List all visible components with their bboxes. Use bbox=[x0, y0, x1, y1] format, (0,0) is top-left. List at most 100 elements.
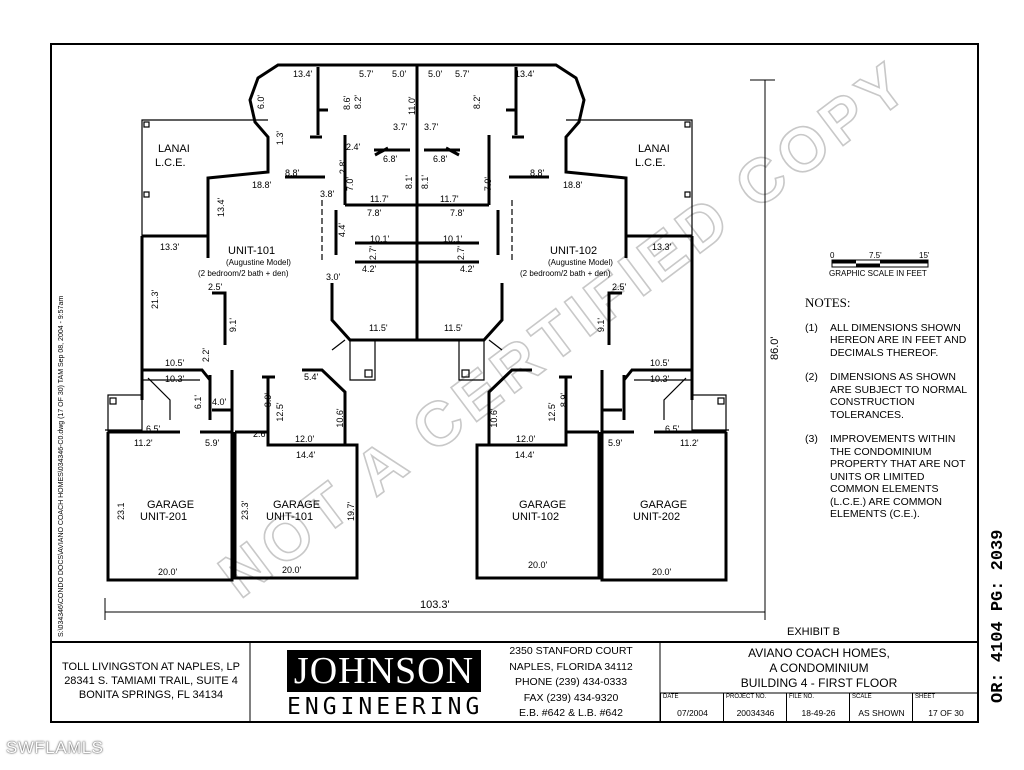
svg-text:5.9': 5.9' bbox=[608, 438, 623, 448]
note-item: (2) DIMENSIONS AS SHOWN ARE SUBJECT TO NO… bbox=[805, 371, 975, 421]
svg-text:5.4': 5.4' bbox=[304, 372, 319, 382]
client-name: TOLL LIVINGSTON AT NAPLES, LP bbox=[62, 661, 240, 673]
garage-label: GARAGE bbox=[640, 499, 687, 511]
garage-label: GARAGE bbox=[273, 499, 320, 511]
dim-2-7: 2.7' bbox=[456, 246, 466, 261]
note-text: ALL DIMENSIONS SHOWN HEREON ARE IN FEET … bbox=[830, 321, 967, 359]
lanai-label: LANAI bbox=[638, 143, 670, 155]
fax: FAX (239) 434-9320 bbox=[523, 691, 619, 704]
phone: PHONE (239) 434-0333 bbox=[514, 676, 628, 688]
svg-text:5.9': 5.9' bbox=[205, 438, 220, 448]
svg-text:2.6': 2.6' bbox=[253, 429, 268, 439]
client-address: 28341 S. TAMIAMI TRAIL, SUITE 4 bbox=[64, 675, 238, 687]
svg-text:2.4': 2.4' bbox=[346, 142, 361, 152]
project-title: AVIANO COACH HOMES, A CONDOMINIUM BUILDI… bbox=[660, 646, 978, 691]
lanai-label: L.C.E. bbox=[635, 157, 666, 169]
license: E.B. #642 & L.B. #642 bbox=[519, 707, 623, 719]
dim-7-0: 7.0' bbox=[483, 177, 493, 192]
unit-101-desc: (2 bedroom/2 bath + den) bbox=[198, 269, 289, 278]
svg-text:3.0': 3.0' bbox=[326, 272, 341, 282]
note-item: (1) ALL DIMENSIONS SHOWN HEREON ARE IN FE… bbox=[805, 322, 975, 360]
svg-text:4.2': 4.2' bbox=[460, 264, 475, 274]
dim-12-5: 12.5' bbox=[547, 402, 557, 422]
svg-text:10.3': 10.3' bbox=[650, 374, 670, 384]
svg-text:GRAPHIC SCALE IN FEET: GRAPHIC SCALE IN FEET bbox=[829, 269, 927, 278]
company-address: 2350 STANFORD COURT NAPLES, FLORIDA 3411… bbox=[485, 644, 657, 722]
unit-101-label: UNIT-101 bbox=[228, 245, 275, 257]
svg-text:13.3': 13.3' bbox=[160, 242, 180, 252]
dimension-labels: 13.4' 5.7' 5.0' 11.0' 8.6' 3.7' 6.8' 2.4… bbox=[116, 69, 699, 577]
svg-text:23.1: 23.1 bbox=[116, 502, 126, 520]
mls-watermark: SWFLAMLS bbox=[6, 738, 104, 757]
svg-text:2.5': 2.5' bbox=[208, 282, 223, 292]
overall-depth-label: 86.0' bbox=[769, 336, 781, 360]
client-city: BONITA SPRINGS, FL 34134 bbox=[78, 689, 224, 701]
svg-text:18.8': 18.8' bbox=[563, 180, 583, 190]
svg-text:11.5': 11.5' bbox=[444, 323, 463, 333]
field-project-no: PROJECT NO.20034346 bbox=[723, 693, 787, 721]
svg-text:6.5': 6.5' bbox=[665, 424, 680, 434]
svg-text:7.5': 7.5' bbox=[869, 251, 882, 260]
svg-text:11.5': 11.5' bbox=[369, 323, 388, 333]
lanai-label: LANAI bbox=[158, 143, 190, 155]
dim-2-7: 2.7' bbox=[368, 246, 378, 261]
note-number: (3) bbox=[805, 433, 818, 445]
svg-text:11.2': 11.2' bbox=[134, 438, 153, 448]
field-file-no: FILE NO.18-49-26 bbox=[786, 693, 850, 721]
note-number: (1) bbox=[805, 321, 818, 334]
svg-text:6.8': 6.8' bbox=[433, 154, 448, 164]
svg-text:4.2': 4.2' bbox=[362, 264, 377, 274]
svg-text:3.7': 3.7' bbox=[424, 122, 439, 132]
dim-8-2: 8.2' bbox=[472, 95, 482, 110]
address-line: NAPLES, FLORIDA 34112 bbox=[509, 660, 633, 673]
garage-label: GARAGE bbox=[519, 499, 566, 511]
svg-text:5.7': 5.7' bbox=[455, 69, 470, 79]
overall-width-label: 103.3' bbox=[420, 599, 450, 611]
svg-text:15': 15' bbox=[919, 251, 930, 260]
dim-10-6: 10.6' bbox=[489, 408, 499, 428]
svg-text:11.7': 11.7' bbox=[370, 194, 389, 204]
record-stamp: OR: 4104 PG: 2039 bbox=[989, 530, 1008, 703]
svg-text:2.5': 2.5' bbox=[612, 282, 627, 292]
svg-text:12.0': 12.0' bbox=[516, 434, 536, 444]
svg-text:10.1': 10.1' bbox=[443, 234, 463, 244]
dim-8-2: 8.2' bbox=[353, 95, 363, 110]
svg-text:8.8': 8.8' bbox=[530, 168, 545, 178]
company-logo: JOHNSON bbox=[287, 650, 481, 692]
project-title-line: BUILDING 4 - FIRST FLOOR bbox=[740, 676, 898, 690]
company-logo-subtitle: ENGINEERING bbox=[287, 694, 484, 720]
garage-label: GARAGE bbox=[147, 499, 194, 511]
svg-text:20.0': 20.0' bbox=[158, 567, 178, 577]
svg-text:8.8': 8.8' bbox=[285, 168, 300, 178]
svg-text:14.4': 14.4' bbox=[515, 450, 535, 460]
svg-text:10.5': 10.5' bbox=[165, 358, 185, 368]
unit-101-model: (Augustine Model) bbox=[226, 258, 291, 267]
garage-label: UNIT-102 bbox=[512, 511, 559, 523]
dim-8-1: 8.1' bbox=[420, 175, 430, 190]
svg-text:13.3': 13.3' bbox=[652, 242, 672, 252]
file-path-stamp: S:\034346\CONDO DOCS\AVIANO COACH HOMES\… bbox=[58, 296, 65, 637]
dim-8-1: 8.1' bbox=[404, 175, 414, 190]
note-text: DIMENSIONS AS SHOWN ARE SUBJECT TO NORMA… bbox=[830, 371, 967, 421]
svg-text:14.4': 14.4' bbox=[296, 450, 316, 460]
dim-9-1: 9.1' bbox=[596, 318, 606, 333]
sheet-border bbox=[50, 43, 979, 723]
svg-text:5.0': 5.0' bbox=[392, 69, 407, 79]
garage-label: UNIT-201 bbox=[140, 511, 187, 523]
svg-text:12.0': 12.0' bbox=[295, 434, 315, 444]
dim-12-5: 12.5' bbox=[275, 402, 285, 422]
svg-text:3.7': 3.7' bbox=[393, 122, 408, 132]
dim-4-4: 4.4' bbox=[337, 223, 347, 238]
svg-text:3.8': 3.8' bbox=[320, 189, 335, 199]
svg-text:11.7': 11.7' bbox=[440, 194, 459, 204]
dim-2-2: 2.2' bbox=[201, 348, 211, 363]
svg-text:13.4': 13.4' bbox=[515, 69, 535, 79]
note-number: (2) bbox=[805, 371, 818, 383]
dim-8-9: 8.9' bbox=[263, 393, 273, 408]
svg-text:20.0': 20.0' bbox=[282, 565, 302, 575]
svg-text:13.4': 13.4' bbox=[293, 69, 313, 79]
unit-102-desc: (2 bedroom/2 bath + den) bbox=[520, 269, 611, 278]
